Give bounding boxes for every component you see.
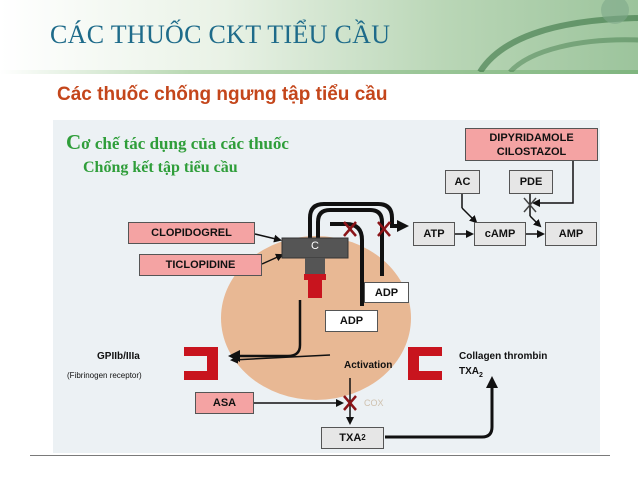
page-subtitle: Các thuốc chống ngưng tập tiểu cầu	[57, 84, 388, 105]
ticlopidine-box: TICLOPIDINE	[139, 254, 262, 276]
arrow-to-gpiib	[228, 300, 302, 362]
adp-receptor	[304, 274, 326, 298]
block-x-icon	[377, 221, 391, 237]
stethoscope-icon	[477, 0, 638, 72]
arrow-clopidogrel	[254, 233, 282, 243]
arrow-loop-right	[308, 202, 409, 238]
adp-lower-node: ADP	[325, 310, 378, 332]
arrow-activation	[230, 354, 331, 364]
block-x-icon	[523, 197, 537, 213]
arrow-txa2-collagen	[385, 376, 498, 439]
gpiib-label: GPIIb/IIIa	[97, 351, 140, 362]
c-receptor-neck	[305, 258, 325, 274]
activation-label: Activation	[344, 360, 393, 371]
txa2-node-subscript: 2	[361, 433, 366, 442]
ac-node: AC	[445, 170, 480, 194]
mechanism-subtitle: Chống kết tập tiểu cầu	[83, 159, 238, 176]
arrow-loop-left	[316, 208, 384, 276]
block-x-icon	[343, 221, 357, 237]
gpiib-receptor	[184, 347, 218, 380]
txa2-label-text: TXA	[459, 366, 479, 377]
mechanism-title-rest: ơ chế tác dụng của các thuốc	[81, 134, 289, 153]
txa2-label-subscript: 2	[479, 372, 483, 379]
block-x-icon	[343, 395, 357, 411]
asa-box: ASA	[195, 392, 254, 414]
c-receptor-label: C	[311, 240, 319, 252]
cilostazol-label: CILOSTAZOL	[496, 145, 567, 158]
fibrinogen-receptor-label: (Fibrinogen receptor)	[67, 371, 142, 380]
header-divider	[0, 70, 638, 74]
atp-node: ATP	[413, 222, 455, 246]
cox-label: COX	[364, 398, 384, 408]
arrow-pde-cut	[529, 215, 542, 228]
amp-node: AMP	[545, 222, 597, 246]
collagen-thrombin-label: Collagen thrombin	[459, 351, 548, 362]
mechanism-initial: C	[66, 130, 82, 154]
arrow-dipyridamole-pde	[532, 161, 574, 207]
txa2-label: TXA2	[459, 366, 483, 379]
arrow-ticlopidine	[261, 253, 284, 265]
txa2-node-text: TXA	[339, 432, 362, 444]
arrow-ac-camp	[461, 207, 478, 224]
page-title: CÁC THUỐC CKT TIỂU CẦU	[50, 20, 391, 49]
adp-upper-node: ADP	[364, 282, 409, 303]
camp-node: cAMP	[474, 222, 526, 246]
pde-node: PDE	[509, 170, 553, 194]
dipyridamole-label: DIPYRIDAMOLE	[489, 131, 574, 144]
clopidogrel-box: CLOPIDOGREL	[128, 222, 255, 244]
bottom-divider	[30, 455, 610, 456]
collagen-receptor	[408, 347, 442, 380]
mechanism-title: Cơ chế tác dụng của các thuốc	[66, 130, 289, 155]
dipyridamole-cilostazol-box: DIPYRIDAMOLE CILOSTAZOL	[465, 128, 598, 161]
